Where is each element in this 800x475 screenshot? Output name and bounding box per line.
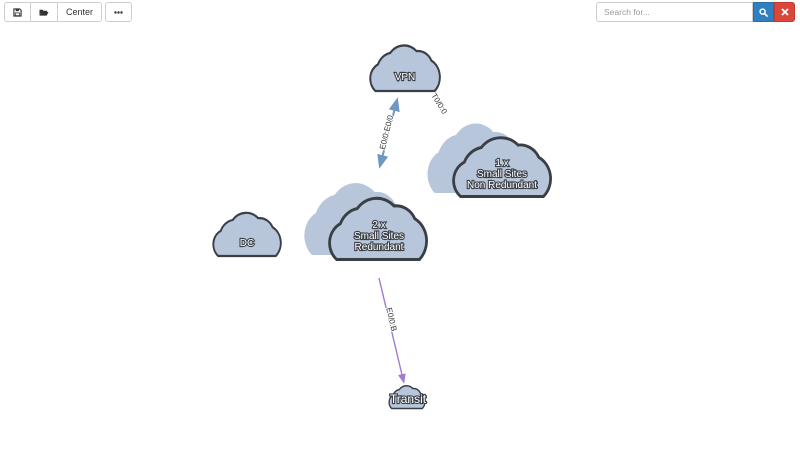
open-button[interactable] bbox=[31, 2, 58, 22]
edge-redundant-transit[interactable] bbox=[378, 277, 406, 384]
save-button[interactable] bbox=[4, 2, 31, 22]
edge-vpn-redundant[interactable] bbox=[377, 97, 400, 169]
clear-search-button[interactable] bbox=[774, 2, 795, 22]
toolbar: Center bbox=[4, 2, 133, 22]
search-button[interactable] bbox=[753, 2, 774, 22]
node-vpn[interactable]: VPN bbox=[370, 45, 440, 91]
file-button-group: Center bbox=[4, 2, 103, 22]
folder-open-icon bbox=[39, 9, 49, 16]
node-dc-label: DC bbox=[240, 238, 254, 249]
node-dc[interactable]: DC bbox=[213, 213, 280, 256]
node-non-redundant-label-3: Non Redundant bbox=[467, 180, 537, 191]
search-input[interactable] bbox=[596, 2, 753, 22]
save-icon bbox=[13, 7, 22, 17]
node-vpn-label: VPN bbox=[395, 72, 416, 83]
node-non-redundant-label-1: 1 x bbox=[495, 158, 508, 169]
edge-label-vpn-non-redundant: T0/0:0 bbox=[429, 92, 449, 116]
node-redundant-label-3: Redundant bbox=[355, 242, 404, 253]
node-redundant-sites[interactable]: 2 x Small Sites Redundant bbox=[304, 183, 426, 259]
node-non-redundant-label-2: Small Sites bbox=[477, 169, 527, 180]
node-redundant-label-2: Small Sites bbox=[354, 231, 404, 242]
close-icon bbox=[780, 8, 789, 16]
more-options-button[interactable] bbox=[105, 2, 133, 22]
search-bar bbox=[596, 2, 795, 22]
center-button[interactable]: Center bbox=[58, 2, 103, 22]
edge-label-redundant-transit: E0/0:B bbox=[384, 307, 398, 332]
node-redundant-label-1: 2 x bbox=[372, 220, 385, 231]
node-non-redundant-sites[interactable]: 1 x Small Sites Non Redundant bbox=[427, 123, 551, 196]
ellipsis-icon bbox=[114, 10, 123, 14]
node-transit-label: Transit bbox=[390, 392, 427, 406]
node-transit[interactable]: Transit bbox=[389, 386, 427, 409]
edge-label-vpn-redundant: E0/0:E0/0 bbox=[378, 114, 395, 151]
search-icon bbox=[759, 7, 768, 17]
